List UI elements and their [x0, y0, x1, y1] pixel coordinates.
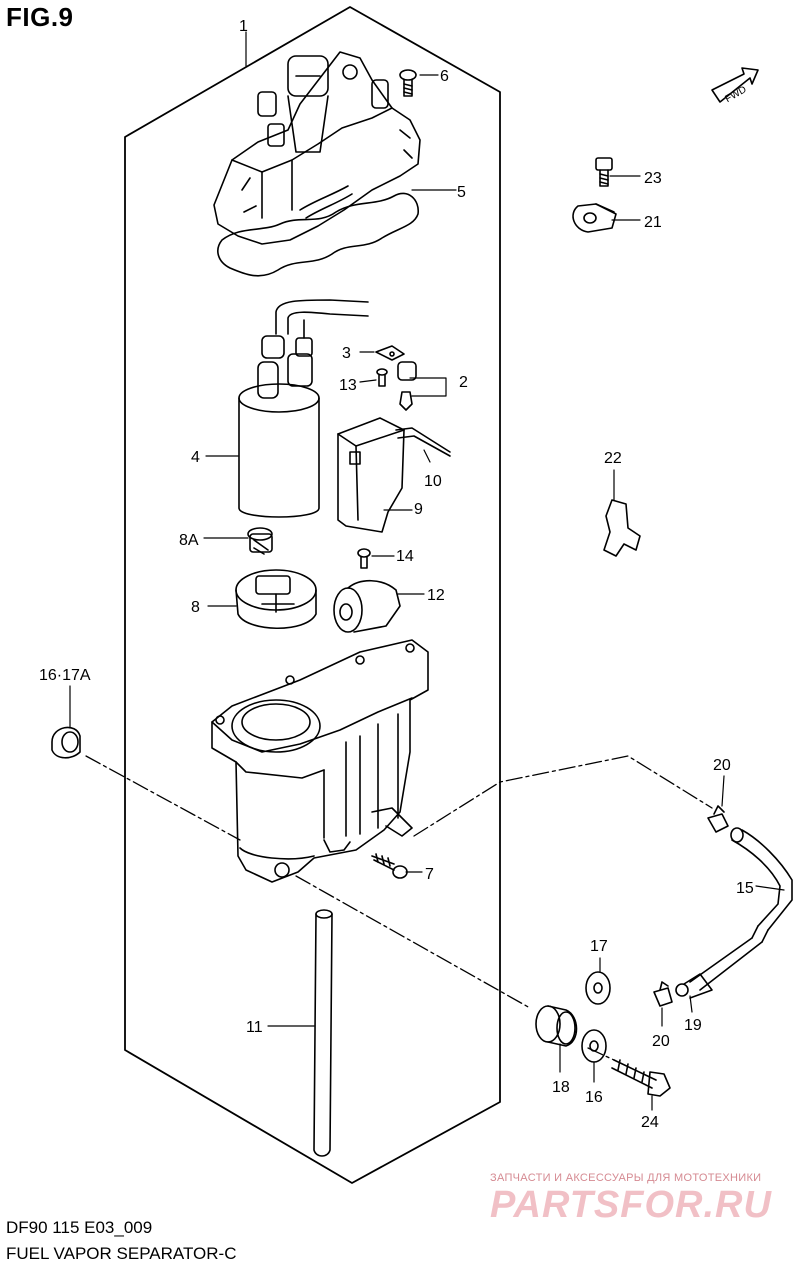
callout-7: 7: [425, 866, 434, 883]
callout-14: 14: [396, 548, 414, 565]
screw-part-14: [357, 548, 371, 569]
callout-12: 12: [427, 587, 445, 604]
callout-9: 9: [414, 501, 423, 518]
connection-lines: [85, 755, 713, 1061]
screw-part-6: [399, 69, 417, 97]
watermark-logo: PARTSFOR.RU: [490, 1184, 772, 1226]
hose-part-11: [313, 909, 333, 1157]
leader-lines: [69, 31, 785, 1111]
callout-5: 5: [457, 184, 466, 201]
clamp-part-20-upper: [707, 805, 729, 833]
callout-15: 15: [736, 880, 754, 897]
bolt-part-24: [611, 1059, 671, 1097]
bolt-part-23: [595, 157, 613, 187]
callout-4: 4: [191, 449, 200, 466]
clamp-part-20-lower: [653, 981, 673, 1007]
callout-22: 22: [604, 450, 622, 467]
screw-part-13: [376, 368, 388, 387]
callout-17: 17: [590, 938, 608, 955]
hose-part-15: [689, 827, 793, 991]
fwd-arrow: [711, 67, 759, 103]
callout-11: 11: [246, 1019, 263, 1036]
gasket-part-5: [217, 192, 419, 277]
callout-2: 2: [459, 374, 468, 391]
callout-8a: 8A: [179, 532, 199, 549]
callout-24: 24: [641, 1114, 659, 1131]
callout-8: 8: [191, 599, 200, 616]
callout-6: 6: [440, 68, 449, 85]
washer-part-17: [585, 971, 611, 1005]
callout-16-17a: 16·17A: [39, 667, 91, 684]
grommet-part-16-17a: [51, 726, 81, 759]
sensor-part-2: [397, 361, 417, 411]
bracket-part-22: [603, 499, 641, 557]
callout-19: 19: [684, 1017, 702, 1034]
figure-title: FIG.9: [6, 2, 74, 32]
callout-1: 1: [239, 18, 248, 35]
clip-part-3: [375, 345, 405, 361]
callout-21: 21: [644, 214, 662, 231]
watermark-tagline: ЗАПЧАСТИ И АКСЕССУАРЫ ДЛЯ МОТОТЕХНИКИ: [490, 1172, 762, 1184]
pump-holder-part-8: [235, 569, 317, 629]
callout-16: 16: [585, 1089, 603, 1106]
callout-3: 3: [342, 345, 351, 362]
callout-10: 10: [424, 473, 442, 490]
regulator-part-12: [333, 579, 401, 633]
washer-part-16: [581, 1029, 607, 1063]
figure-code: DF90 115 E03_009: [6, 1218, 153, 1237]
fuel-pump-part-4: [238, 299, 369, 518]
pin-part-10: [395, 427, 451, 457]
assembly-outline-box: [124, 6, 501, 1184]
fwd-label: FWD: [723, 84, 748, 105]
bolt-part-7: [371, 853, 408, 879]
figure-name: FUEL VAPOR SEPARATOR-C: [6, 1244, 237, 1263]
grommet-part-18: [535, 1005, 578, 1047]
cover-part-1: [213, 51, 421, 245]
filter-part-8a: [247, 527, 273, 555]
callout-20-upper: 20: [713, 757, 731, 774]
clamp-part-21: [572, 203, 617, 233]
hose-part-19: [675, 973, 713, 999]
callout-18: 18: [552, 1079, 570, 1096]
callout-23: 23: [644, 170, 662, 187]
callout-20-lower: 20: [652, 1033, 670, 1050]
bracket-part-9: [337, 417, 405, 533]
separator-body: [211, 639, 429, 883]
callout-13: 13: [339, 377, 357, 394]
